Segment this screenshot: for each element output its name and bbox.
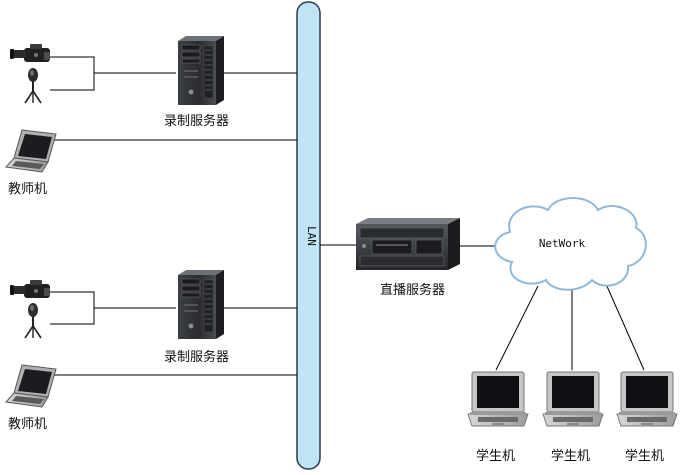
connection-lines — [50, 56, 645, 376]
tower-server-icon — [177, 269, 225, 340]
video-camera-icon — [10, 44, 50, 62]
laptop-icon — [542, 371, 604, 427]
laptop-icon — [5, 129, 57, 173]
rack-server-icon — [356, 218, 460, 270]
cloud-icon — [494, 197, 647, 291]
teacher-pc-label-bottom: 教师机 — [8, 417, 48, 432]
tower-server-icon — [177, 35, 225, 106]
microphone-stand-icon — [24, 67, 42, 104]
recording-server-label-top: 录制服务器 — [164, 114, 230, 129]
lan-label: LAN — [305, 226, 318, 246]
recording-server-label-bottom: 录制服务器 — [164, 350, 230, 365]
lan-bus — [296, 1, 321, 470]
teacher-pc-label-top: 教师机 — [8, 182, 48, 197]
laptop-icon — [467, 371, 529, 427]
laptop-icon — [616, 371, 678, 427]
video-camera-icon — [10, 280, 50, 298]
network-label: NetWork — [539, 237, 586, 250]
live-server-label: 直播服务器 — [380, 283, 446, 298]
student-pc-label-1: 学生机 — [476, 449, 516, 464]
student-pc-label-2: 学生机 — [551, 449, 591, 464]
laptop-icon — [5, 364, 57, 408]
student-pc-label-3: 学生机 — [625, 449, 665, 464]
microphone-stand-icon — [24, 302, 42, 339]
